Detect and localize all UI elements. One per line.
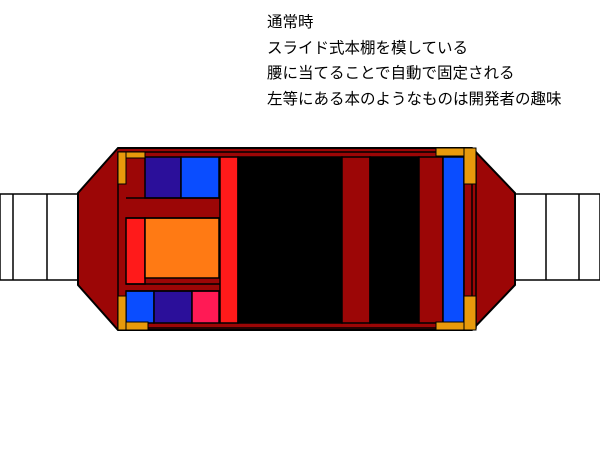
corner-brackets <box>117 147 477 331</box>
book-block-navy-top <box>144 156 182 199</box>
book-block-blue-bottom <box>125 290 155 324</box>
book-block-pink <box>191 290 220 324</box>
sliding-shelf-panels <box>219 156 473 324</box>
caption-line-2: スライド式本棚を模している <box>267 38 469 57</box>
caption-notes: 通常時 スライド式本棚を模している 腰に当てることで自動で固定される 左等にある… <box>267 10 562 112</box>
corner-top-left-v <box>117 151 127 185</box>
screen-panel-1 <box>237 156 343 324</box>
belt-strap-right <box>513 193 600 281</box>
corner-bottom-left-v <box>117 295 127 331</box>
slide-bar-blue <box>442 156 465 324</box>
caption-line-4: 左等にある本のようなものは開発者の趣味 <box>267 89 562 108</box>
slide-bar-dark-1 <box>341 156 371 324</box>
caption-line-3: 腰に当てることで自動で固定される <box>267 64 515 82</box>
screen-panel-2 <box>369 156 420 324</box>
belt-strap-left <box>0 193 83 281</box>
corner-top-right-v <box>463 147 477 185</box>
book-block-navy-bottom <box>153 290 193 324</box>
slide-bar-dark-2 <box>418 156 444 324</box>
corner-bottom-right-v <box>463 295 477 331</box>
book-block-blue-top <box>180 156 220 199</box>
book-block-orange <box>144 217 220 279</box>
caption-line-1: 通常時 <box>267 13 314 31</box>
slide-bar-red-1 <box>219 156 239 324</box>
book-blocks <box>125 156 220 324</box>
book-block-red-left <box>125 217 146 285</box>
